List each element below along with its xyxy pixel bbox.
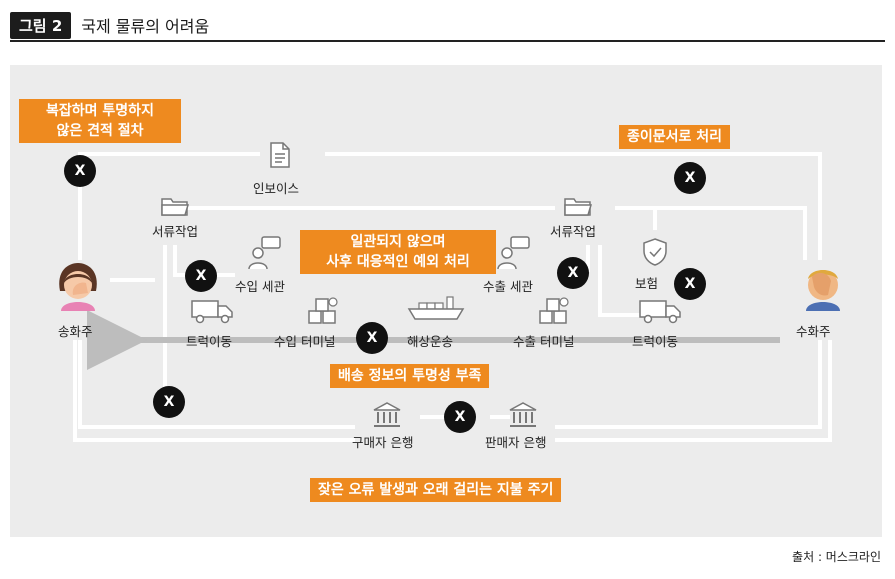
x-mark: X [356,322,388,354]
paperwork-left-label: 서류작업 [152,221,198,240]
folder-icon [160,195,190,217]
truck-right-label: 트럭이동 [632,331,678,350]
boxes-icon [537,295,571,327]
x-mark: X [153,386,185,418]
person-speech-icon [496,235,532,271]
boxes-icon [306,295,340,327]
invoice-label: 인보이스 [253,178,299,197]
figure-header: 그림 2 국제 물류의 어려움 [10,12,209,38]
truck-left-label: 트럭이동 [186,331,232,350]
insurance-label: 보험 [635,273,658,292]
x-mark: X [674,268,706,300]
document-icon [268,141,292,169]
seller-bank-label: 판매자 은행 [485,432,546,451]
person-speech-icon [247,235,283,271]
facepalm-person-icon [53,261,103,313]
truck-icon [190,297,234,325]
callout-exceptions: 일관되지 않으며 사후 대응적인 예외 처리 [300,230,496,274]
facepalm-person-icon [798,261,848,313]
header-divider [10,40,885,42]
bank-icon [372,401,402,429]
source-note: 출처 : 머스크라인 [792,548,881,565]
callout-shipping-info: 배송 정보의 투명성 부족 [330,364,489,388]
callout-paper-processing: 종이문서로 처리 [619,125,730,149]
buyer-bank-label: 구매자 은행 [352,432,413,451]
cargo-ship-icon [407,293,465,325]
diagram-panel: 인보이스 서류작업 서류작업 수입 세관 수출 세관 보험 송화주 수화주 트럭… [10,65,882,537]
x-mark: X [557,257,589,289]
callout-line: 사후 대응적인 예외 처리 [308,252,488,272]
x-mark: X [185,260,217,292]
shipper-label: 송화주 [58,321,93,340]
import-customs-label: 수입 세관 [235,276,285,295]
x-mark: X [64,155,96,187]
x-mark: X [674,162,706,194]
export-customs-label: 수출 세관 [483,276,533,295]
figure-title: 국제 물류의 어려움 [81,13,209,37]
truck-icon [638,297,682,325]
callout-opaque-quote: 복잡하며 투명하지 않은 견적 절차 [19,99,181,143]
callout-payment-delay: 잦은 오류 발생과 오래 걸리는 지불 주기 [310,478,561,502]
callout-line: 않은 견적 절차 [27,121,173,141]
bank-icon [508,401,538,429]
shipping-label: 해상운송 [407,331,453,350]
shield-icon [642,237,668,267]
callout-line: 일관되지 않으며 [308,232,488,252]
folder-icon [563,195,593,217]
import-terminal-label: 수입 터미널 [274,331,335,350]
export-terminal-label: 수출 터미널 [513,331,574,350]
x-mark: X [444,401,476,433]
consignee-label: 수화주 [796,321,831,340]
callout-line: 복잡하며 투명하지 [27,101,173,121]
figure-label: 그림 2 [10,12,71,39]
paperwork-right-label: 서류작업 [550,221,596,240]
